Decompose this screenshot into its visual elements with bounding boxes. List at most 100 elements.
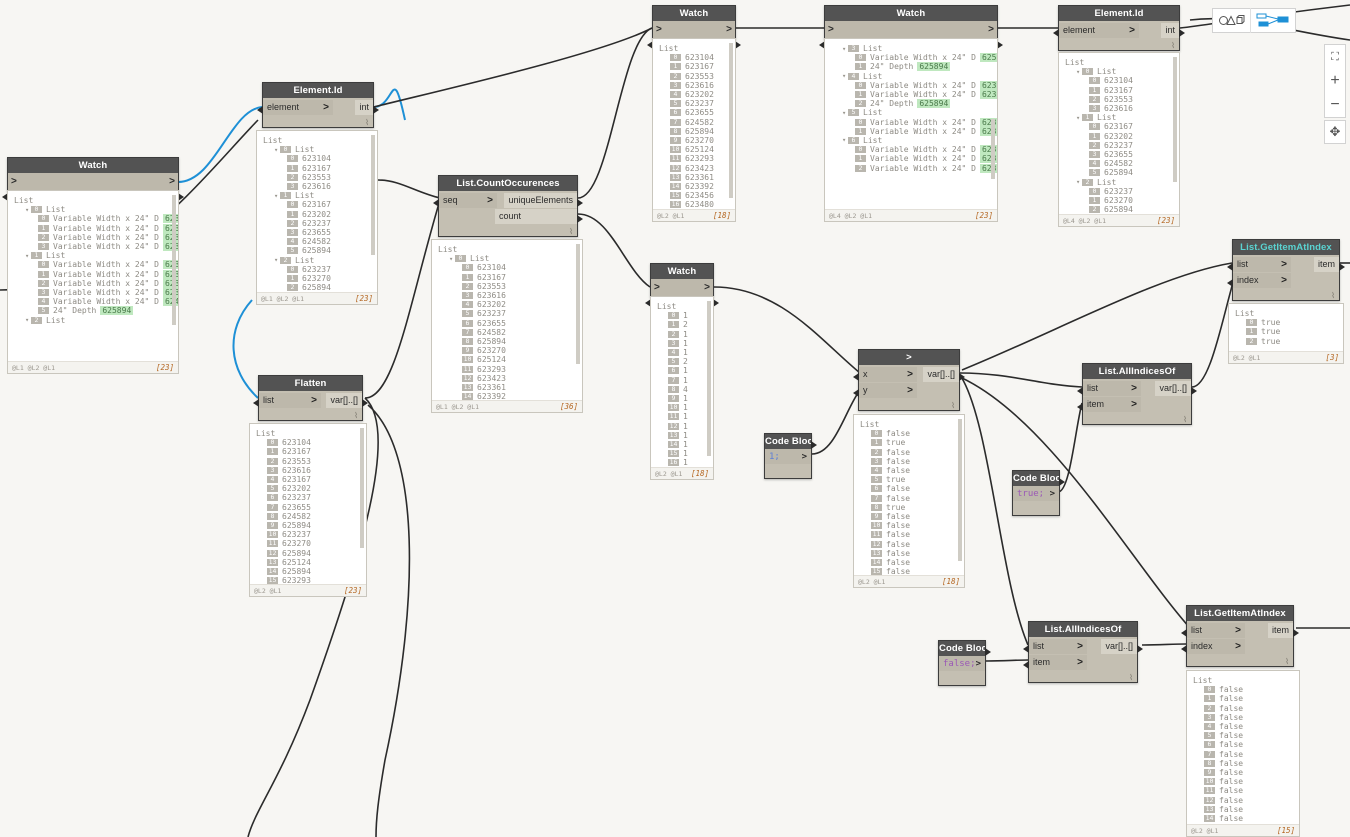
output-pin[interactable] <box>1059 478 1065 486</box>
input-pin[interactable] <box>253 399 259 407</box>
node-all-indices-of-bottom[interactable]: List.AllIndicesOf list > var[]..[] item … <box>1023 621 1143 683</box>
output-port-chevron-icon[interactable]: > <box>726 24 732 35</box>
node-body[interactable]: list > var[]..[] ⌇ <box>253 391 368 420</box>
output-port-var[interactable]: var[]..[] <box>326 393 362 408</box>
preview-scrollbar[interactable] <box>1173 57 1177 182</box>
output-port-chevron-icon[interactable]: > <box>988 24 994 35</box>
expand-caret-icon[interactable]: ▾ <box>1076 178 1081 187</box>
node-body[interactable]: > > <box>645 279 719 307</box>
code-text[interactable]: true; <box>1017 489 1044 499</box>
input-pin[interactable] <box>819 41 825 49</box>
input-port-chevron-icon[interactable]: > <box>11 176 17 187</box>
input-port-index[interactable]: index > <box>1233 273 1291 288</box>
input-pin-list[interactable] <box>1077 387 1083 395</box>
port-row[interactable]: list > item <box>1187 623 1293 638</box>
preview-scrollbar[interactable] <box>576 244 580 364</box>
view-mode-toolbar[interactable] <box>1212 8 1296 33</box>
input-port-list[interactable]: list > <box>1187 623 1245 638</box>
expand-caret-icon[interactable]: ▾ <box>1076 67 1081 76</box>
output-pin-unique[interactable] <box>577 199 583 207</box>
preview-scrollbar[interactable] <box>707 301 711 456</box>
node-watch-counts[interactable]: Watch > > <box>645 263 719 307</box>
output-pin[interactable] <box>362 399 368 407</box>
input-port-chevron-icon[interactable]: > <box>828 24 834 35</box>
node-body[interactable]: list > var[]..[] item > ⌇ <box>1023 637 1143 682</box>
preview-scrollbar[interactable] <box>360 428 364 548</box>
node-body[interactable]: > > <box>2 173 184 201</box>
zoom-out-button[interactable]: − <box>1330 96 1340 113</box>
port-row[interactable]: list > item <box>1233 257 1339 272</box>
port-row[interactable]: y > <box>859 383 959 398</box>
output-pin[interactable] <box>997 41 1003 49</box>
watch-passthrough-bar[interactable]: > > <box>825 21 997 38</box>
node-element-id-left[interactable]: Element.Id element > int ⌇ <box>257 82 379 128</box>
input-pin[interactable] <box>1053 29 1059 37</box>
node-body[interactable]: list > item index > ⌇ <box>1181 621 1299 666</box>
input-pin[interactable] <box>433 199 439 207</box>
node-body[interactable]: x > var[]..[] y > ⌇ <box>853 365 965 410</box>
node-get-item-at-index-bottom[interactable]: List.GetItemAtIndex list > item index > … <box>1181 605 1299 667</box>
node-body[interactable]: element > int ⌇ <box>257 98 379 127</box>
output-pin[interactable] <box>1191 387 1197 395</box>
output-pin[interactable] <box>811 441 817 449</box>
expand-caret-icon[interactable]: ▾ <box>449 254 454 263</box>
input-port-chevron-icon[interactable]: > <box>654 282 660 293</box>
zoom-fit-icon[interactable]: ⛶ <box>1331 50 1339 63</box>
output-pin[interactable] <box>1179 29 1185 37</box>
input-pin-index[interactable] <box>1227 279 1233 287</box>
port-row[interactable]: list > var[]..[] <box>1029 639 1137 654</box>
graph-view-icon[interactable] <box>1251 8 1295 33</box>
input-port-index[interactable]: index > <box>1187 639 1245 654</box>
input-port-element[interactable]: element > <box>1059 23 1139 38</box>
expand-caret-icon[interactable]: ▾ <box>25 205 30 214</box>
node-body[interactable]: > > <box>819 21 1003 49</box>
preview-scrollbar[interactable] <box>371 135 375 255</box>
input-pin-item[interactable] <box>1077 403 1083 411</box>
input-port-item[interactable]: item > <box>1029 655 1087 670</box>
output-pin[interactable] <box>713 299 719 307</box>
input-port-list[interactable]: list > <box>1029 639 1087 654</box>
expand-caret-icon[interactable]: ▾ <box>25 316 30 325</box>
port-row[interactable]: list > var[]..[] <box>1083 381 1191 396</box>
output-port-int[interactable]: int <box>1161 23 1179 38</box>
node-body[interactable]: > > <box>647 21 741 49</box>
input-port-y[interactable]: y > <box>859 383 917 398</box>
code-text[interactable]: false; <box>943 659 976 669</box>
output-port-var[interactable]: var[]..[] <box>1155 381 1191 396</box>
node-body[interactable]: seq > uniqueElements count ⌇ <box>433 191 583 236</box>
expand-caret-icon[interactable]: ▾ <box>842 72 847 81</box>
code-row[interactable]: false; > <box>939 656 985 671</box>
geometry-view-icon[interactable] <box>1213 8 1251 33</box>
expand-caret-icon[interactable]: ▾ <box>25 251 30 260</box>
node-watch-top-nested[interactable]: Watch > > <box>819 5 1003 49</box>
node-list-count-occurences[interactable]: List.CountOccurences seq > uniqueElement… <box>433 175 583 237</box>
input-pin-item[interactable] <box>1023 661 1029 669</box>
input-port-chevron-icon[interactable]: > <box>656 24 662 35</box>
preview-scrollbar[interactable] <box>172 195 176 325</box>
input-port-seq[interactable]: seq > <box>439 193 497 208</box>
port-row[interactable]: list > var[]..[] <box>259 393 362 408</box>
expand-caret-icon[interactable]: ▾ <box>274 256 279 265</box>
preview-scrollbar[interactable] <box>958 419 962 561</box>
input-pin-list[interactable] <box>1227 263 1233 271</box>
input-port-x[interactable]: x > <box>859 367 917 382</box>
output-pin[interactable] <box>1293 629 1299 637</box>
input-pin-list[interactable] <box>1023 645 1029 653</box>
output-pin[interactable] <box>985 648 991 656</box>
node-watch-top-ids[interactable]: Watch > > <box>647 5 741 49</box>
port-row[interactable]: element > int <box>263 100 373 115</box>
input-pin-list[interactable] <box>1181 629 1187 637</box>
node-all-indices-of-top[interactable]: List.AllIndicesOf list > var[]..[] item … <box>1077 363 1197 425</box>
output-port-count[interactable]: count <box>495 209 577 224</box>
watch-passthrough-bar[interactable]: > > <box>8 173 178 190</box>
